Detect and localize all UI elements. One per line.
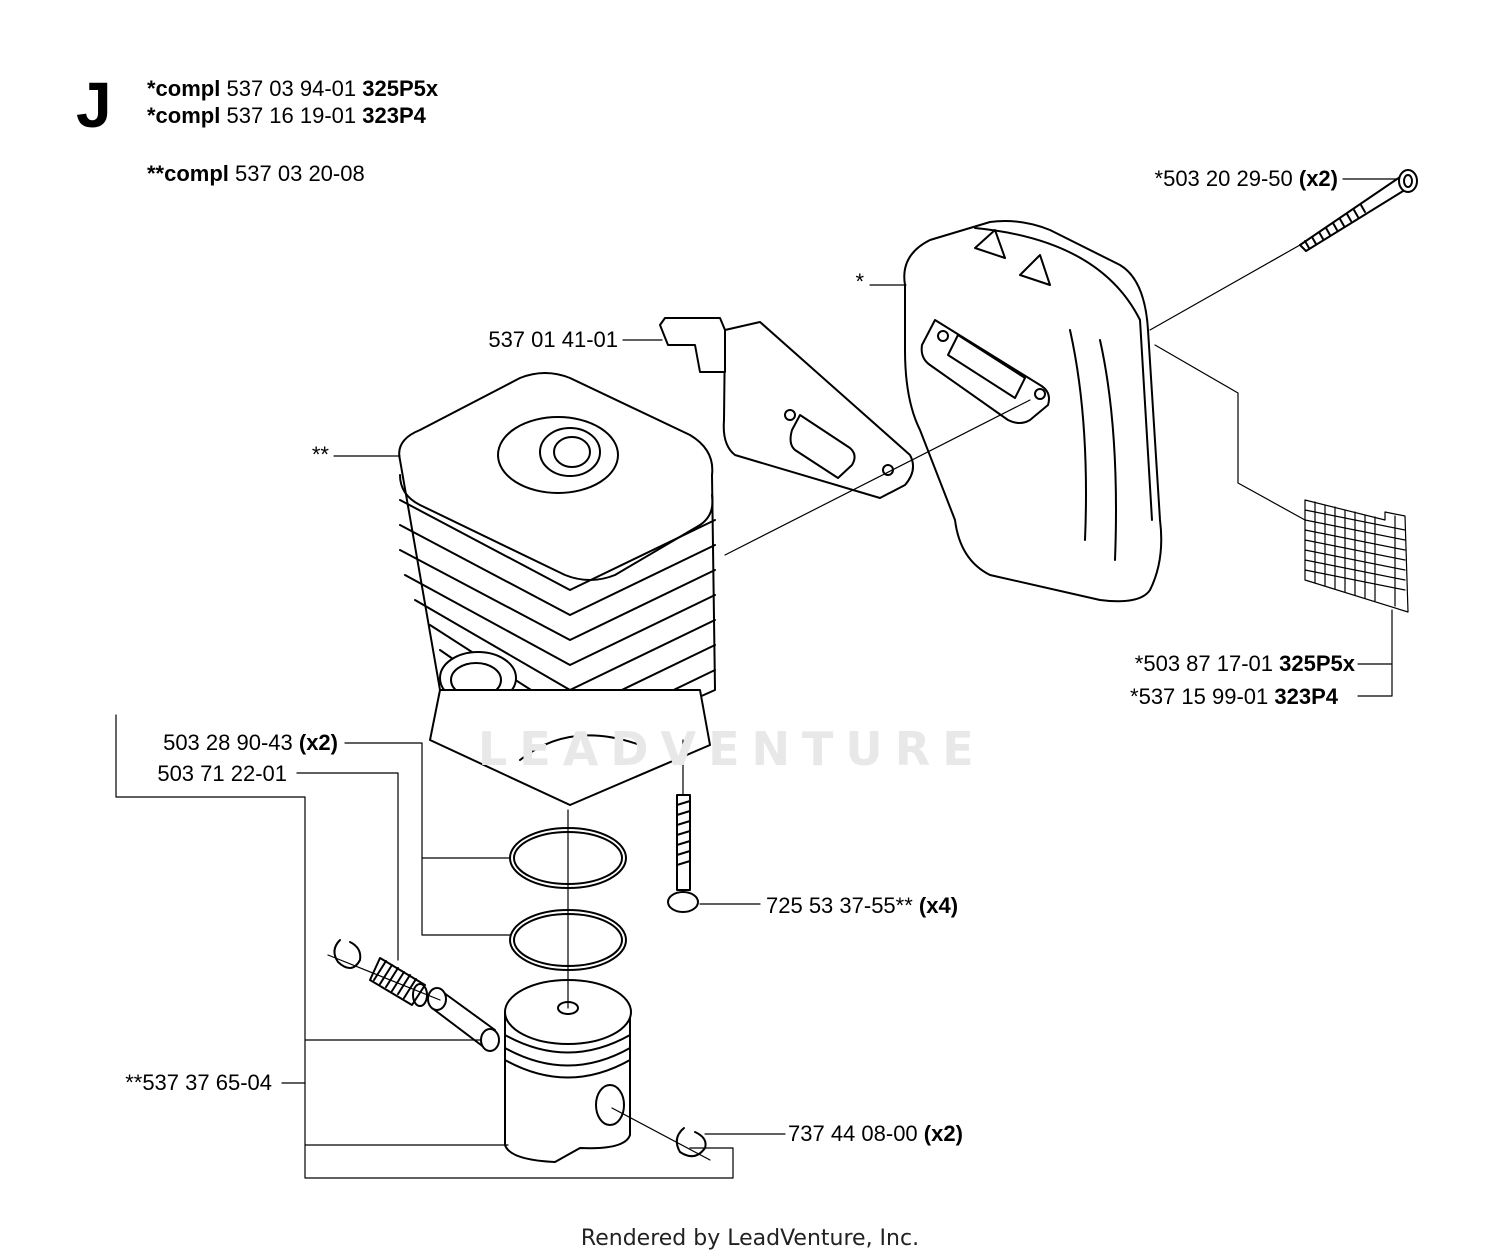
part-number: 503 28 90-43 [163,730,293,755]
part-number: 537 01 41-01 [488,327,618,352]
cylinder-screw-drawing [667,794,699,913]
gasket-bracket-drawing [659,317,915,499]
circlips-drawing [333,939,707,1158]
header-part-number: 537 03 94-01 [226,76,357,101]
part-number: *503 87 17-01 [1134,651,1274,676]
callout-spark-screen-b[interactable]: *537 15 99-01 323P4 [1130,685,1338,709]
cylinder-drawing [398,372,716,806]
callout-needle-bearing[interactable]: 503 71 22-01 [157,762,287,786]
leader-lines [115,178,1399,1179]
part-number: *503 20 29-50 [1154,166,1293,191]
part-number: *537 15 99-01 [1130,684,1269,709]
piston-pin-drawing [427,987,500,1052]
part-number: 503 71 22-01 [157,761,287,786]
header-model: 323P4 [362,103,426,128]
part-number: ** [311,442,329,467]
header-line-2: *compl 537 16 19-01 323P4 [147,104,426,128]
callout-muffler[interactable]: * [855,270,864,294]
quantity: (x2) [1298,166,1338,191]
header-prefix: **compl [147,161,229,186]
model: 323P4 [1274,684,1338,709]
header-prefix: *compl [147,103,221,128]
watermark: LEADVENTURE [478,722,986,776]
muffler-bolt-drawing [1299,169,1418,252]
header-part-number: 537 03 20-08 [235,161,365,186]
callout-circlip[interactable]: 737 44 08-00 (x2) [788,1122,963,1146]
callout-piston[interactable]: **537 37 65-04 [125,1071,272,1095]
part-number: 737 44 08-00 [788,1121,918,1146]
callout-cylinder-screw[interactable]: 725 53 37-55** (x4) [766,894,958,918]
part-number: **537 37 65-04 [125,1070,272,1095]
quantity: (x2) [298,730,338,755]
section-letter: J [76,69,112,141]
header-prefix: *compl [147,76,221,101]
quantity: (x4) [918,893,959,918]
part-number: * [855,269,864,294]
header-line-3: **compl 537 03 20-08 [147,162,365,186]
callout-piston-ring[interactable]: 503 28 90-43 (x2) [163,731,338,755]
quantity: (x2) [923,1121,963,1146]
needle-bearing-drawing [369,957,428,1007]
callout-muffler-bolt[interactable]: *503 20 29-50 (x2) [1155,167,1338,191]
callout-gasket-bracket[interactable]: 537 01 41-01 [488,328,618,352]
muffler-drawing [903,220,1163,603]
spark-screen-drawing [1304,499,1409,613]
callout-cylinder[interactable]: ** [312,443,329,467]
header-line-1: *compl 537 03 94-01 325P5x [147,77,438,101]
header-model: 325P5x [362,76,439,101]
header-part-number: 537 16 19-01 [226,103,357,128]
model: 325P5x [1279,651,1355,676]
assembly-lines [327,244,1301,1161]
part-number: 725 53 37-55** [766,893,913,918]
callout-spark-screen-a[interactable]: *503 87 17-01 325P5x [1135,652,1355,676]
footer-credit: Rendered by LeadVenture, Inc. [580,1226,920,1251]
